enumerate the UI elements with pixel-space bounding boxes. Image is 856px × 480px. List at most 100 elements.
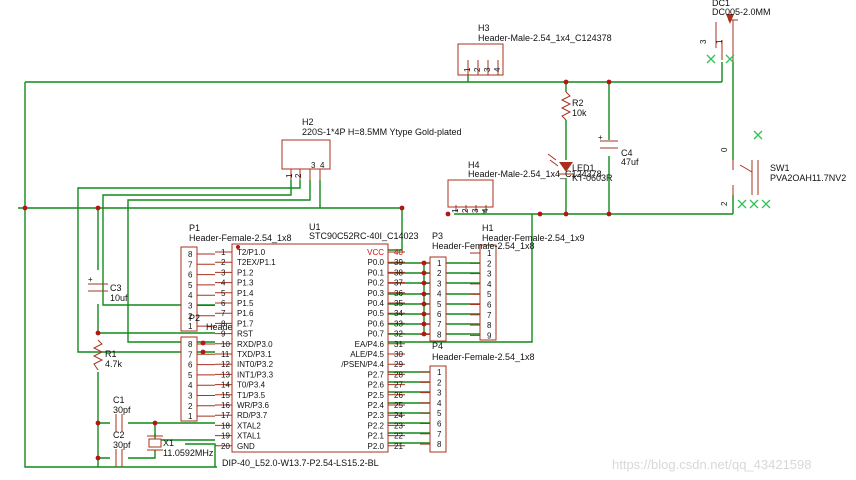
c1-ref: C1 [113,395,125,405]
c4-value: 47uf [621,157,639,167]
svg-text:+: + [88,275,93,284]
p3-pin-8: 8 [437,330,442,339]
c1-capacitor: C1 30pf [113,395,131,432]
p1-pin-7: 7 [188,260,193,269]
r1-ref: R1 [105,349,117,359]
u1-pin-17-number: 17 [221,411,230,420]
junction-dot [606,211,612,217]
u1-pin-14-name: T0/P3.4 [237,381,266,390]
junction-dot [421,270,427,276]
wire-h2-pin1 [102,180,292,306]
h4-pin4: 4 [481,208,490,213]
u1-pin-16-name: WR/P3.6 [237,401,270,410]
h2-header: H2 220S-1*4P H=8.5MM Ytype Gold-plated 1… [281,117,462,180]
r1-value: 4.7k [105,359,123,369]
u1-pin-31-number: 31 [394,340,403,349]
u1-pin-12-name: INT0/P3.2 [237,360,274,369]
u1-pin-28-name: P2.7 [368,370,385,379]
p2-pin-7: 7 [188,350,193,359]
u1-pin-40-number: 40 [394,248,403,257]
u1-pin-19-number: 19 [221,432,230,441]
c3-ref: C3 [110,283,122,293]
p1-pin-1: 1 [188,322,193,331]
h4-pin2: 2 [461,208,470,213]
h1-pin-4: 4 [487,280,492,289]
p2-pin-1: 1 [188,412,193,421]
p1-value: Header-Female-2.54_1x8 [189,233,292,243]
u1-pin-35-name: P0.4 [368,299,385,308]
u1-pin-13-number: 13 [221,370,230,379]
u1-pin-21-number: 21 [394,442,403,451]
dc1-jack: DC1 DC005-2.0MM 3 1 [699,0,771,64]
junction-dot [95,455,101,461]
led1-diode: LED1 KT-0603R [547,153,613,183]
p4-value: Header-Female-2.54_1x8 [432,352,535,362]
junction-dot [200,340,206,346]
r1-resistor: R1 4.7k [92,339,123,371]
h1-pin-6: 6 [487,301,492,310]
u1-pin-4-number: 4 [221,279,226,288]
r2-resistor: R2 10k [560,91,587,121]
u1-pin-38-name: P0.1 [368,268,385,277]
h1-pin-8: 8 [487,321,492,330]
u1-mcu: U1 STC90C52RC-40I_C14023 DIP-40_L52.0-W1… [215,222,419,468]
junction-dot [421,321,427,327]
sw1-switch: 0 2 SW1 PVA2OAH11.7NV2 [720,130,846,209]
u1-pin-33-name: P0.6 [368,319,385,328]
p2-pin-2: 2 [188,402,193,411]
u1-pin-30-name: ALE/P4.5 [350,350,384,359]
junction-dot [95,420,101,426]
h3-header: H3 Header-Male-2.54_1x4_C124378 1 2 3 4 [457,23,612,76]
h1-pin-5: 5 [487,290,492,299]
u1-pin-20-number: 20 [221,442,230,451]
junction-dot [606,79,612,85]
p3-pin-5: 5 [437,300,442,309]
u1-pin-25-name: P2.4 [368,401,385,410]
u1-pin-34-number: 34 [394,309,403,318]
u1-pin-2-name: T2EX/P1.1 [237,258,276,267]
h1-value: Header-Female-2.54_1x9 [482,233,585,243]
u1-pin-20-name: GND [237,442,255,451]
u1-pin-27-number: 27 [394,381,403,390]
u1-pin-13-name: INT1/P3.3 [237,370,274,379]
u1-pin-39-name: P0.0 [368,258,385,267]
c2-ref: C2 [113,430,125,440]
junction-dot [421,291,427,297]
junction-dot [399,205,405,211]
u1-pin-22-number: 22 [394,432,403,441]
u1-pin-9-number: 9 [221,330,226,339]
u1-pin-3-name: P1.2 [237,268,254,277]
u1-pin-12-number: 12 [221,360,230,369]
h2-pin1: 1 [285,173,294,178]
p4-pin-3: 3 [437,389,442,398]
u1-pin-40-name: VCC [367,248,384,257]
u1-pin-10-number: 10 [221,340,230,349]
u1-pin-17-name: RD/P3.7 [237,411,268,420]
junction-dot [95,330,101,336]
u1-pin-26-number: 26 [394,391,403,400]
p4-pin-4: 4 [437,399,442,408]
u1-pin-3-number: 3 [221,268,226,277]
sw1-ref: SW1 [770,163,790,173]
u1-value: STC90C52RC-40I_C14023 [309,231,419,241]
u1-pin-36-number: 36 [394,289,403,298]
p4-pin-6: 6 [437,420,442,429]
p2-ref: P2 [189,313,200,323]
led1-ref: LED1 [572,163,595,173]
p2-pin-8: 8 [188,340,193,349]
h2-pin3: 3 [311,161,316,170]
p1-pin-2: 2 [188,312,193,321]
p1-pin-4: 4 [188,291,193,300]
p4-pin-5: 5 [437,409,442,418]
h1-pin-3: 3 [487,270,492,279]
u1-pin-34-name: P0.5 [368,309,385,318]
h3-pin1: 1 [463,67,472,72]
p3-ref: P3 [432,231,443,241]
wire-vcc-left [18,207,403,251]
u1-pin-19-name: XTAL1 [237,432,261,441]
u1-pin-18-number: 18 [221,421,230,430]
